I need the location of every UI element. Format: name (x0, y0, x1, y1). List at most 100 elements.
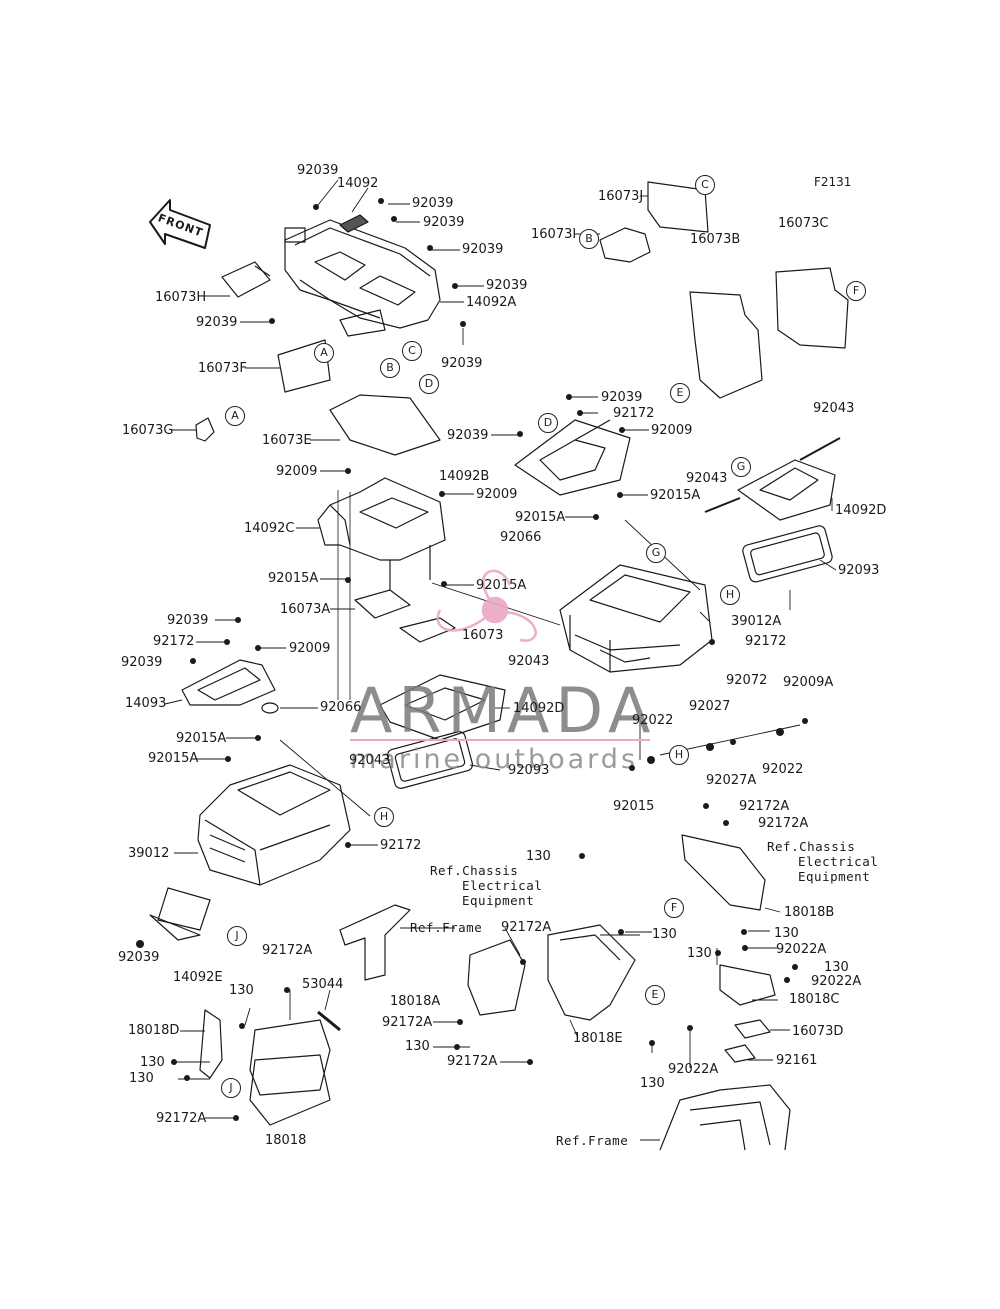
part-label: 92015A (476, 578, 527, 593)
callout-letter: G (731, 457, 751, 477)
pad-14092E (157, 887, 211, 931)
part-label: 92161 (776, 1053, 818, 1068)
pad-16073 (399, 617, 456, 643)
part-label: 16073I (531, 227, 577, 242)
part-label: 14092B (439, 469, 490, 484)
part-label: 92015A (176, 731, 227, 746)
part-label: 92039 (423, 215, 465, 230)
pad-16073D (734, 1019, 771, 1039)
bin-14092C (317, 477, 446, 561)
ref-frame-label: Ref.Frame (556, 1133, 629, 1148)
part-label: 92043 (686, 471, 728, 486)
part-label: 130 (824, 960, 849, 975)
part-label: 92039 (196, 315, 238, 330)
part-label: 18018B (784, 905, 835, 920)
callout-letter: B (380, 358, 400, 378)
figure-code: F2131 (814, 175, 852, 189)
part-label: 92039 (441, 356, 483, 371)
part-label: 39012A (731, 614, 782, 629)
pad-16073I (599, 227, 651, 263)
part-label: 92172A (447, 1054, 498, 1069)
pad-16073A (354, 589, 411, 619)
part-label: 16073B (690, 232, 741, 247)
part-label: 92066 (320, 700, 362, 715)
callout-letter: H (720, 585, 740, 605)
front-arrow-icon (149, 199, 211, 249)
callout-letter: G (646, 543, 666, 563)
part-label: 92039 (601, 390, 643, 405)
ref-frame-label: Ref.Frame (410, 920, 483, 935)
callout-letter: A (314, 343, 334, 363)
part-label: 14092 (337, 176, 379, 191)
part-label: 92039 (121, 655, 163, 670)
part-label: 14092D (835, 503, 887, 518)
guard-18018D (199, 1009, 223, 1079)
part-label: 130 (526, 849, 551, 864)
part-label: 130 (640, 1076, 665, 1091)
part-label: 92172A (758, 816, 809, 831)
part-label: 92015A (650, 488, 701, 503)
part-label: 92022 (762, 762, 804, 777)
part-label: 92172A (262, 943, 313, 958)
part-label: 92093 (838, 563, 880, 578)
part-label: 92039 (447, 428, 489, 443)
part-label: 16073D (792, 1024, 844, 1039)
part-label: 14092D (513, 701, 565, 716)
part-label: 14092C (244, 521, 295, 536)
part-label: 14092A (466, 295, 517, 310)
part-label: 92172 (153, 634, 195, 649)
part-label: 18018C (789, 992, 840, 1007)
callout-letter: C (402, 341, 422, 361)
part-label: 92043 (508, 654, 550, 669)
lid-14092D-top (737, 459, 836, 521)
part-label: 92043 (813, 401, 855, 416)
callout-letter: D (419, 374, 439, 394)
part-label: 16073E (262, 433, 312, 448)
upper-console-cover (284, 214, 441, 329)
guard-18018C (719, 964, 776, 1006)
ref-chassis-label: Equipment (462, 893, 535, 908)
ref-chassis-label: Ref.Chassis (767, 839, 856, 854)
part-label: 92039 (412, 196, 454, 211)
part-label: 92039 (462, 242, 504, 257)
part-label: 92009A (783, 675, 834, 690)
part-label: 92022A (811, 974, 862, 989)
part-label: 92039 (297, 163, 339, 178)
part-label: 18018E (573, 1031, 623, 1046)
callout-letter: E (670, 383, 690, 403)
cover-pad-16073H (221, 261, 271, 298)
guard-18018 (249, 1019, 331, 1096)
seal-92093-top (742, 525, 833, 583)
callout-letter: C (695, 175, 715, 195)
part-label: 92015A (268, 571, 319, 586)
part-label: 92172 (745, 634, 787, 649)
part-label: 130 (229, 983, 254, 998)
guard-18018B (681, 834, 766, 911)
callout-letter: H (374, 807, 394, 827)
part-label: 130 (652, 927, 677, 942)
part-label: 130 (140, 1055, 165, 1070)
part-label: 92172 (613, 406, 655, 421)
part-label: 18018 (265, 1133, 307, 1148)
part-label: 16073G (122, 423, 174, 438)
cover-pad-16073G (195, 417, 215, 442)
part-label: 18018D (128, 1023, 180, 1038)
part-label: 92015A (515, 510, 566, 525)
guard-18018E (547, 924, 636, 1021)
part-label: 130 (129, 1071, 154, 1086)
ref-chassis-label: Equipment (798, 869, 871, 884)
pad-16073B (689, 291, 763, 399)
watermark-title: ARMADA (350, 674, 657, 747)
part-label: 18018A (390, 994, 441, 1009)
part-label: 92093 (508, 763, 550, 778)
part-label: 53044 (302, 977, 344, 992)
callout-letter: J (227, 926, 247, 946)
part-label: 130 (774, 926, 799, 941)
part-label: 92172 (380, 838, 422, 853)
part-label: 16073 (462, 628, 504, 643)
tray-14093 (181, 659, 276, 706)
part-label: 92072 (726, 673, 768, 688)
ref-chassis-label: Electrical (798, 854, 879, 869)
guard-18018A (467, 939, 526, 1016)
part-label: 92039 (167, 613, 209, 628)
